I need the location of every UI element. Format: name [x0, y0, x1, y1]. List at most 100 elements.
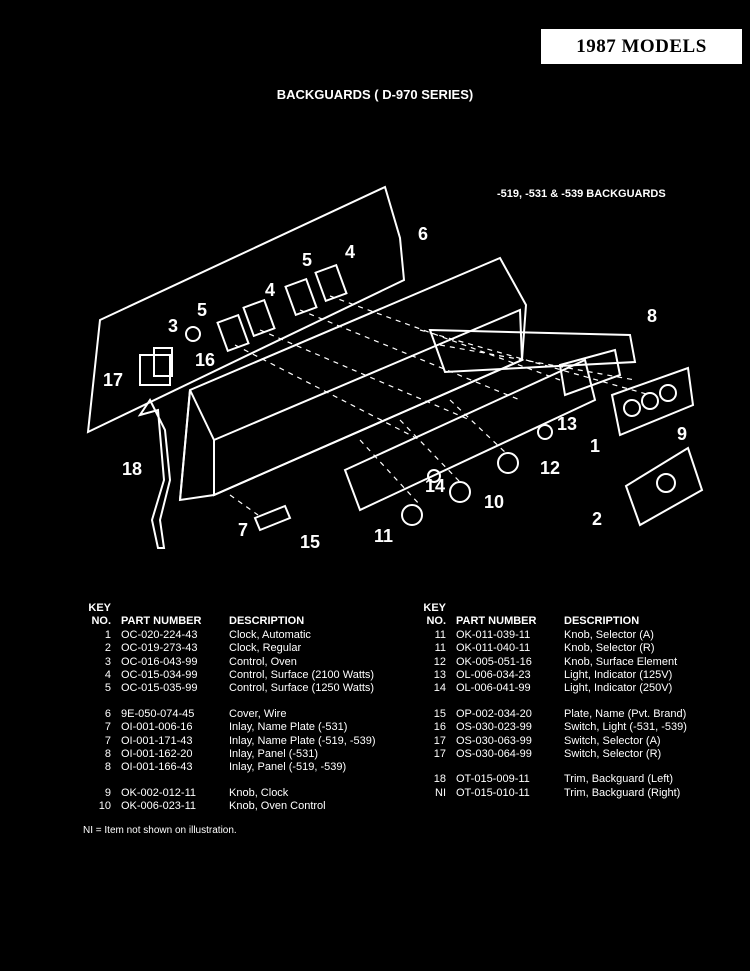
- part-description: Light, Indicator (250V): [564, 682, 673, 695]
- key-number: 13: [433, 669, 446, 682]
- page-title: BACKGUARDS ( D-970 SERIES): [276, 87, 474, 102]
- part-description: Clock, Automatic: [229, 628, 311, 641]
- part-number: OK-006-023-11: [121, 800, 197, 813]
- part-description: Inlay, Panel (-519, -539): [229, 761, 347, 774]
- part-description: Switch, Light (-531, -539): [564, 721, 687, 734]
- right-group-1: 15 OP-002-034-20 Plate, Name (Pvt. Brand) 1…: [418, 708, 750, 762]
- key-number: 9: [104, 786, 111, 799]
- key-header: NO.: [426, 615, 446, 628]
- trim-left: [137, 398, 172, 549]
- callout-14: 14: [425, 476, 445, 496]
- part-number: 9E-050-074-45: [121, 707, 195, 720]
- callout-5b: 5: [197, 300, 207, 320]
- key-number: 12: [433, 655, 446, 668]
- part-number: OI-001-166-43: [121, 761, 193, 774]
- part-number: OS-030-064-99: [456, 748, 532, 761]
- backguards-subtitle: -519, -531 & -539 BACKGUARDS: [497, 188, 666, 200]
- name-plate: [253, 504, 292, 532]
- key-number: 17: [433, 748, 446, 761]
- callout-11: 11: [374, 526, 393, 546]
- key-number: 15: [433, 707, 446, 720]
- regular-clock: [624, 446, 704, 527]
- control-panel: [343, 358, 597, 512]
- callout-6: 6: [418, 224, 428, 244]
- part-description: Switch, Selector (R): [564, 748, 662, 761]
- wire-cover: [86, 185, 406, 434]
- part-description: Knob, Surface Element: [564, 655, 678, 668]
- part-description: Plate, Name (Pvt. Brand): [564, 707, 687, 720]
- key-number: 16: [433, 721, 446, 734]
- part-description: Control, Surface (1250 Watts): [229, 682, 375, 695]
- model-year-badge: 1987 MODELS: [541, 29, 742, 64]
- part-number: OS-030-023-99: [456, 721, 532, 734]
- part-description: Inlay, Panel (-531): [229, 748, 319, 761]
- part-description: Control, Oven: [229, 655, 297, 668]
- description-header: DESCRIPTION: [229, 615, 305, 628]
- part-description: Knob, Selector (A): [564, 628, 654, 641]
- part-description: Switch, Selector (A): [564, 734, 661, 747]
- clock-bezel: [610, 366, 695, 437]
- part-number: OT-015-009-11: [456, 773, 530, 786]
- parts-header-row: NO. PART NUMBER DESCRIPTION: [83, 615, 419, 628]
- part-description: Trim, Backguard (Left): [564, 773, 674, 786]
- key-number: 10: [98, 800, 111, 813]
- part-description: Inlay, Name Plate (-531): [229, 721, 348, 734]
- key-number: 7: [104, 721, 111, 734]
- part-number: OK-005-051-16: [456, 655, 532, 668]
- backguard-body: [178, 256, 528, 502]
- callout-4b: 4: [265, 280, 275, 300]
- part-number: OI-001-162-20: [121, 748, 193, 761]
- part-description: Light, Indicator (125V): [564, 669, 673, 682]
- parts-row: 17 OS-030-064-99 Switch, Selector (R): [418, 748, 750, 761]
- part-number-header: PART NUMBER: [456, 615, 537, 628]
- parts-header-row: KEY: [83, 602, 419, 615]
- part-number: OI-001-171-43: [121, 734, 193, 747]
- part-number: OC-020-224-43: [121, 628, 198, 641]
- parts-row: 17 OS-030-063-99 Switch, Selector (A): [418, 735, 750, 748]
- key-number: 5: [104, 682, 111, 695]
- callout-2: 2: [592, 509, 602, 529]
- callout-1: 1: [590, 436, 600, 456]
- callout-13: 13: [557, 414, 577, 434]
- part-number: OS-030-063-99: [456, 734, 532, 747]
- parts-row: 11 OK-011-039-11 Knob, Selector (A): [418, 629, 750, 642]
- key-header: NO.: [91, 615, 111, 628]
- description-header: DESCRIPTION: [564, 615, 640, 628]
- key-number: 3: [104, 655, 111, 668]
- callout-9: 9: [677, 424, 687, 444]
- key-number: 11: [434, 642, 446, 655]
- callout-4a: 4: [345, 242, 355, 262]
- part-description: Knob, Selector (R): [564, 642, 655, 655]
- key-number: 18: [433, 773, 446, 786]
- key-number: 17: [433, 734, 446, 747]
- part-description: Knob, Clock: [229, 786, 289, 799]
- part-description: Trim, Backguard (Right): [564, 786, 681, 799]
- panel-inlay: [428, 328, 637, 374]
- part-description: Cover, Wire: [229, 707, 287, 720]
- parts-row: 12 OK-005-051-16 Knob, Surface Element: [418, 656, 750, 669]
- key-number: 7: [104, 734, 111, 747]
- callout-8: 8: [647, 306, 657, 326]
- key-number: 11: [434, 628, 446, 641]
- parts-header-row: NO. PART NUMBER DESCRIPTION: [418, 615, 750, 628]
- part-number: OP-002-034-20: [456, 707, 532, 720]
- part-number: OK-011-039-11: [456, 628, 531, 641]
- right-group-0: 11 OK-011-039-11 Knob, Selector (A)11 OK-01…: [418, 629, 750, 696]
- key-number: 8: [104, 748, 111, 761]
